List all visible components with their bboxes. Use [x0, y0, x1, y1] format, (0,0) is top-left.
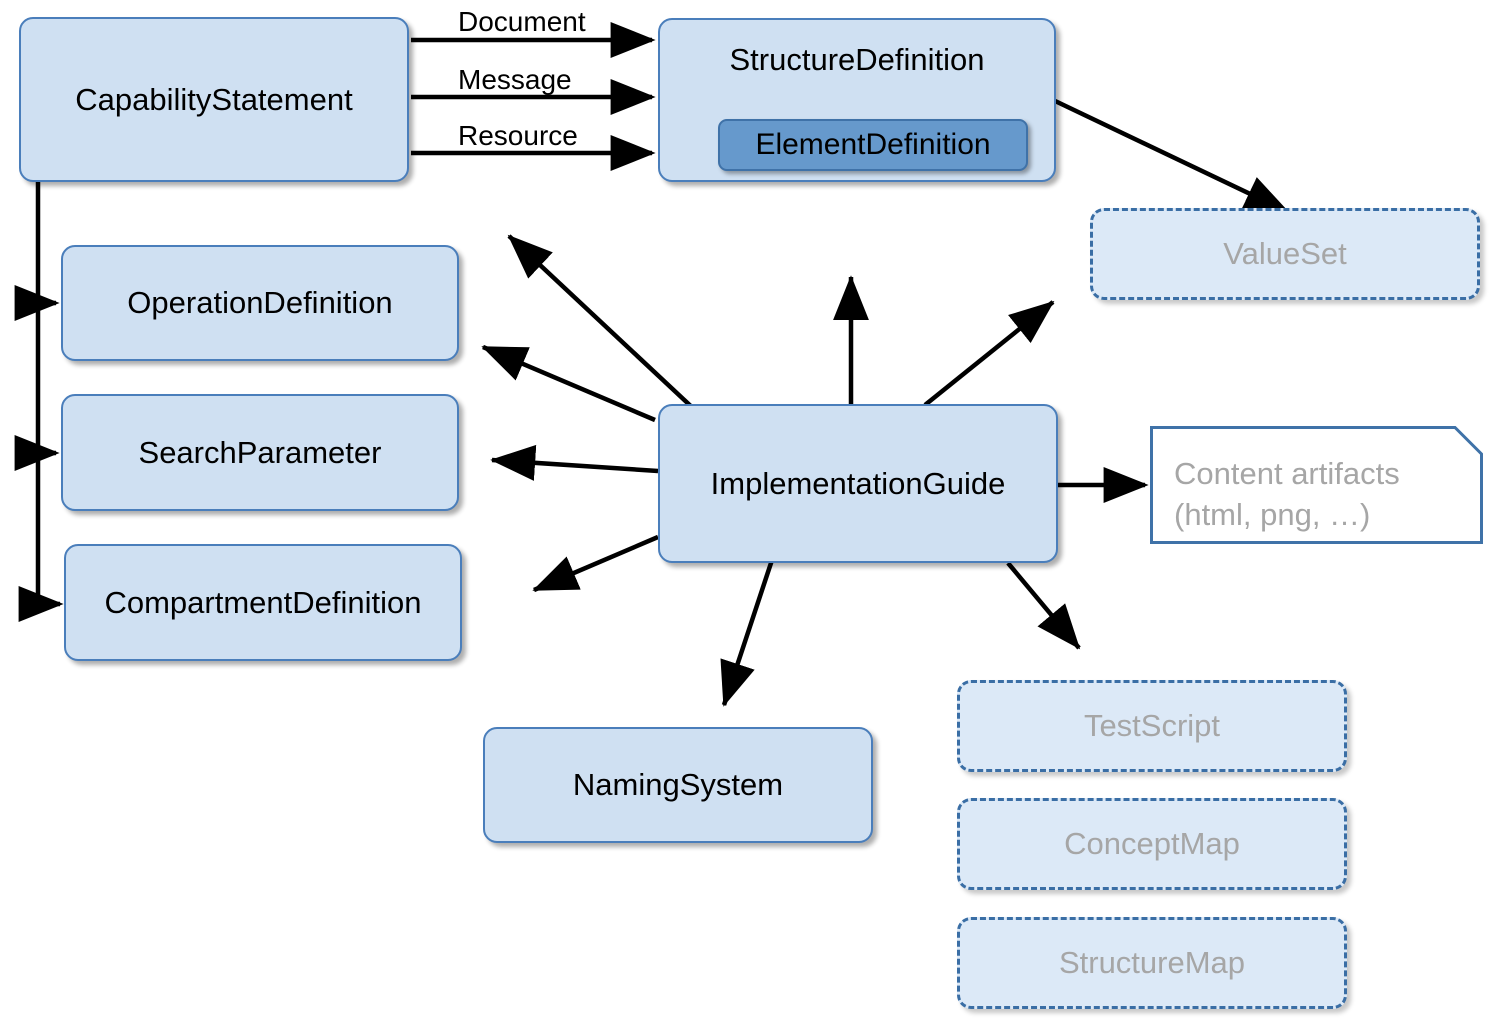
node-concept-map[interactable]: ConceptMap: [957, 798, 1347, 890]
node-content-artifacts-label: Content artifacts (html, png, …): [1174, 456, 1400, 532]
node-naming-system[interactable]: NamingSystem: [483, 727, 873, 843]
node-search-parameter-label: SearchParameter: [138, 434, 382, 470]
node-value-set-label: ValueSet: [1223, 236, 1347, 272]
node-operation-definition-label: OperationDefinition: [127, 285, 393, 321]
edge-structure-to-valueset: [1052, 97, 1290, 215]
edge-ig-to-searchparameter: [490, 444, 659, 481]
edge-ig-to-namingsystem: [720, 559, 775, 707]
node-element-definition-label: ElementDefinition: [755, 127, 991, 161]
document-shape-icon: [1150, 426, 1483, 544]
node-structure-definition-label: StructureDefinition: [729, 42, 985, 77]
edge-ig-to-capabilitystatement: [507, 234, 697, 412]
edge-label-message: Message: [458, 64, 572, 95]
node-operation-definition[interactable]: OperationDefinition: [61, 245, 459, 361]
node-test-script[interactable]: TestScript: [957, 680, 1347, 772]
node-content-artifacts[interactable]: Content artifacts (html, png, …): [1150, 426, 1483, 544]
node-test-script-label: TestScript: [1083, 708, 1221, 744]
node-capability-statement-label: CapabilityStatement: [75, 81, 353, 117]
node-capability-statement[interactable]: CapabilityStatement: [19, 17, 409, 182]
node-naming-system-label: NamingSystem: [572, 767, 784, 803]
edge-label-resource: Resource: [458, 120, 578, 151]
edge-ig-to-testscript: [1006, 561, 1081, 650]
node-element-definition[interactable]: ElementDefinition: [718, 119, 1028, 171]
node-structure-map-label: StructureMap: [1058, 945, 1246, 981]
node-structure-definition[interactable]: StructureDefinition ElementDefinition: [658, 18, 1056, 182]
edge-ig-to-operationdefinition: [481, 344, 656, 423]
node-structure-map[interactable]: StructureMap: [957, 917, 1347, 1009]
node-value-set[interactable]: ValueSet: [1090, 208, 1480, 300]
edge-ig-to-compartmentdefinition: [532, 534, 659, 593]
edge-label-document: Document: [458, 6, 586, 37]
node-compartment-definition-label: CompartmentDefinition: [104, 584, 422, 620]
node-concept-map-label: ConceptMap: [1064, 826, 1240, 862]
node-compartment-definition[interactable]: CompartmentDefinition: [64, 544, 462, 661]
node-search-parameter[interactable]: SearchParameter: [61, 394, 459, 511]
edge-ig-to-valueset: [923, 300, 1055, 407]
node-implementation-guide-label: ImplementationGuide: [710, 465, 1006, 501]
node-implementation-guide[interactable]: ImplementationGuide: [658, 404, 1058, 563]
